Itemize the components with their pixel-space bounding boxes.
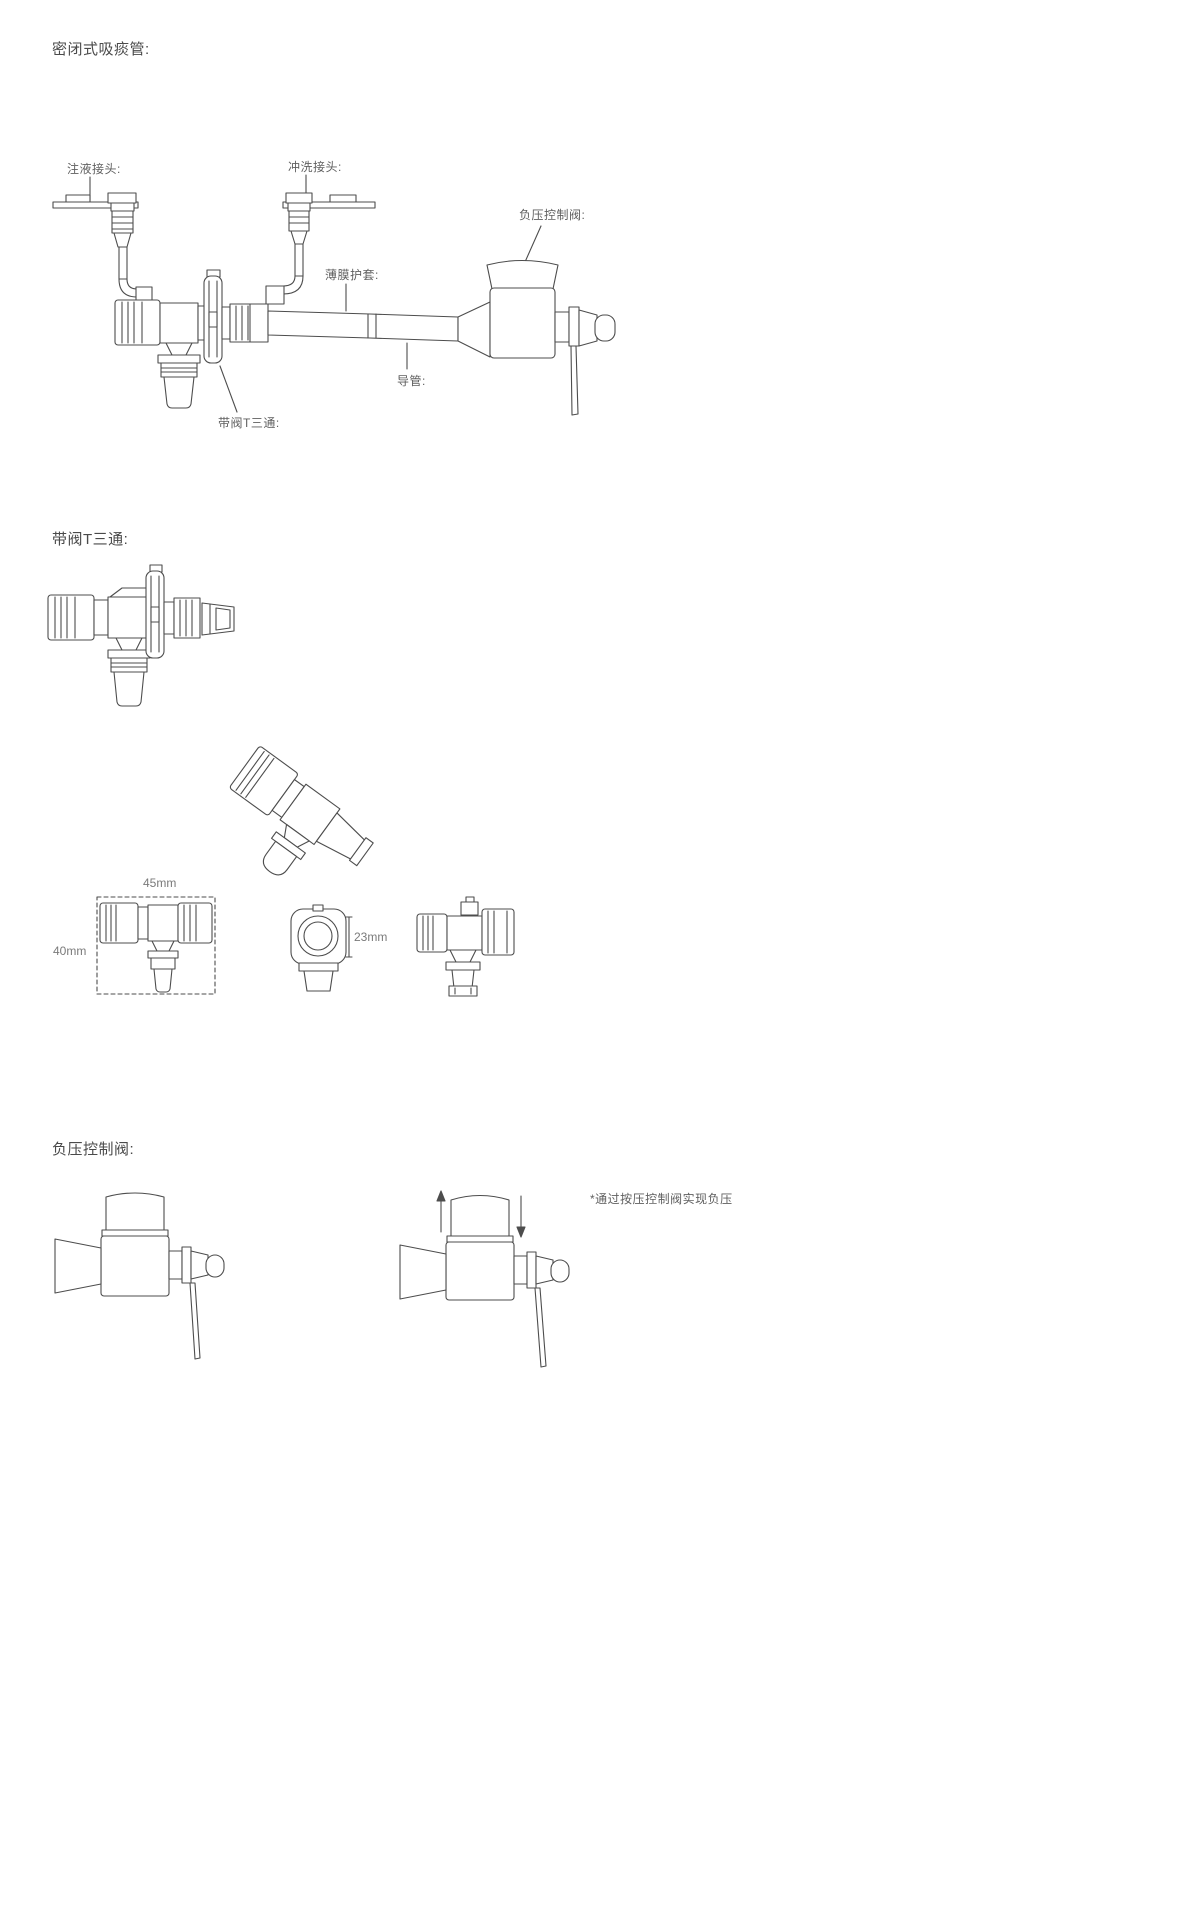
np-valve-drawing (486, 260, 616, 416)
catheter-line-drawing (221, 301, 491, 358)
dimension-box (96, 896, 216, 995)
injection-port-drawing (52, 192, 153, 303)
label-flush-port: 冲洗接头: (288, 160, 342, 174)
tee-dimension-views (96, 896, 515, 997)
tee-angled-view-drawing (229, 746, 374, 876)
leader-lines (89, 174, 542, 413)
label-valved-tee: 带阀T三通: (218, 416, 280, 430)
flush-port-drawing (265, 192, 376, 305)
arrow-down-head (516, 1226, 526, 1238)
label-injection-port: 注液接头: (67, 162, 121, 176)
page-title: 密闭式吸痰管: (52, 41, 150, 58)
np-valve-view-a (54, 1192, 225, 1360)
main-assembly-drawing (52, 174, 616, 416)
valve-section-note: *通过按压控制阀实现负压 (590, 1192, 733, 1206)
valve-section-heading: 负压控制阀: (52, 1141, 135, 1158)
label-catheter: 导管: (397, 374, 426, 388)
dimension-height-label: 40mm (53, 944, 87, 958)
leader-np-valve (524, 225, 542, 263)
arrow-up-head (436, 1190, 446, 1202)
dimension-diameter-label: 23mm (354, 930, 388, 944)
dimension-width-label: 45mm (143, 876, 177, 890)
leader-tee (219, 365, 238, 413)
tee-side-view-drawing (47, 564, 235, 707)
label-negative-pressure-valve: 负压控制阀: (519, 208, 586, 222)
tee-valve-disc-drawing (203, 269, 223, 364)
np-valve-view-b (399, 1190, 570, 1368)
label-membrane-sheath: 薄膜护套: (325, 268, 379, 282)
tee-assembly-drawing (114, 299, 207, 409)
tee-section-heading: 带阀T三通: (52, 531, 129, 548)
